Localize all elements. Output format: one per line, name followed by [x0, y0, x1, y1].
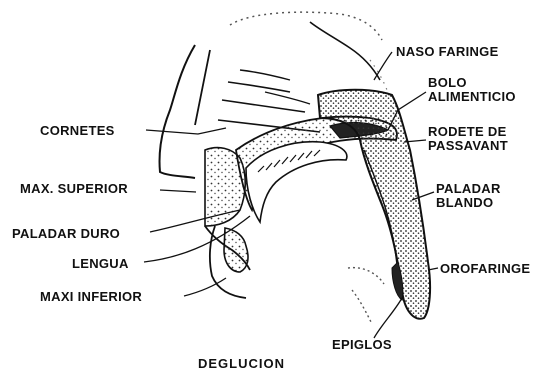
label-paladar-blando: PALADAR BLANDO: [436, 182, 501, 210]
label-rodete-line1: RODETE DE: [428, 125, 508, 139]
neck-line: [348, 268, 384, 324]
jaw-mandible: [224, 228, 248, 272]
nasal-bridge: [195, 50, 210, 125]
leader-naso-faringe: [374, 52, 392, 80]
label-orofaringe: OROFARINGE: [440, 262, 530, 276]
leader-max-superior: [160, 190, 196, 192]
diagram-title: DEGLUCION: [198, 357, 285, 371]
leader-epiglotis: [374, 298, 402, 338]
label-maxi-inferior: MAXI INFERIOR: [40, 290, 142, 304]
label-naso-faringe: NASO FARINGE: [396, 45, 499, 59]
label-rodete-line2: PASSAVANT: [428, 139, 508, 153]
label-paladar-blando-line1: PALADAR: [436, 182, 501, 196]
nasopharynx-wall: [310, 22, 380, 80]
label-bolo-alimenticio: BOLO ALIMENTICIO: [428, 76, 516, 104]
label-paladar-blando-line2: BLANDO: [436, 196, 501, 210]
label-rodete-passavant: RODETE DE PASSAVANT: [428, 125, 508, 153]
label-bolo-line1: BOLO: [428, 76, 516, 90]
label-max-superior: MAX. SUPERIOR: [20, 182, 128, 196]
face-profile: [159, 45, 195, 178]
label-bolo-line2: ALIMENTICIO: [428, 90, 516, 104]
label-cornetes: CORNETES: [40, 124, 115, 138]
label-paladar-duro: PALADAR DURO: [12, 227, 120, 241]
leader-cornetes: [146, 128, 226, 134]
label-lengua: LENGUA: [72, 257, 129, 271]
turbinate-lines-2: [240, 70, 310, 104]
label-epiglotis: EPIGLOS: [332, 338, 392, 352]
skull-outline: [230, 12, 382, 40]
